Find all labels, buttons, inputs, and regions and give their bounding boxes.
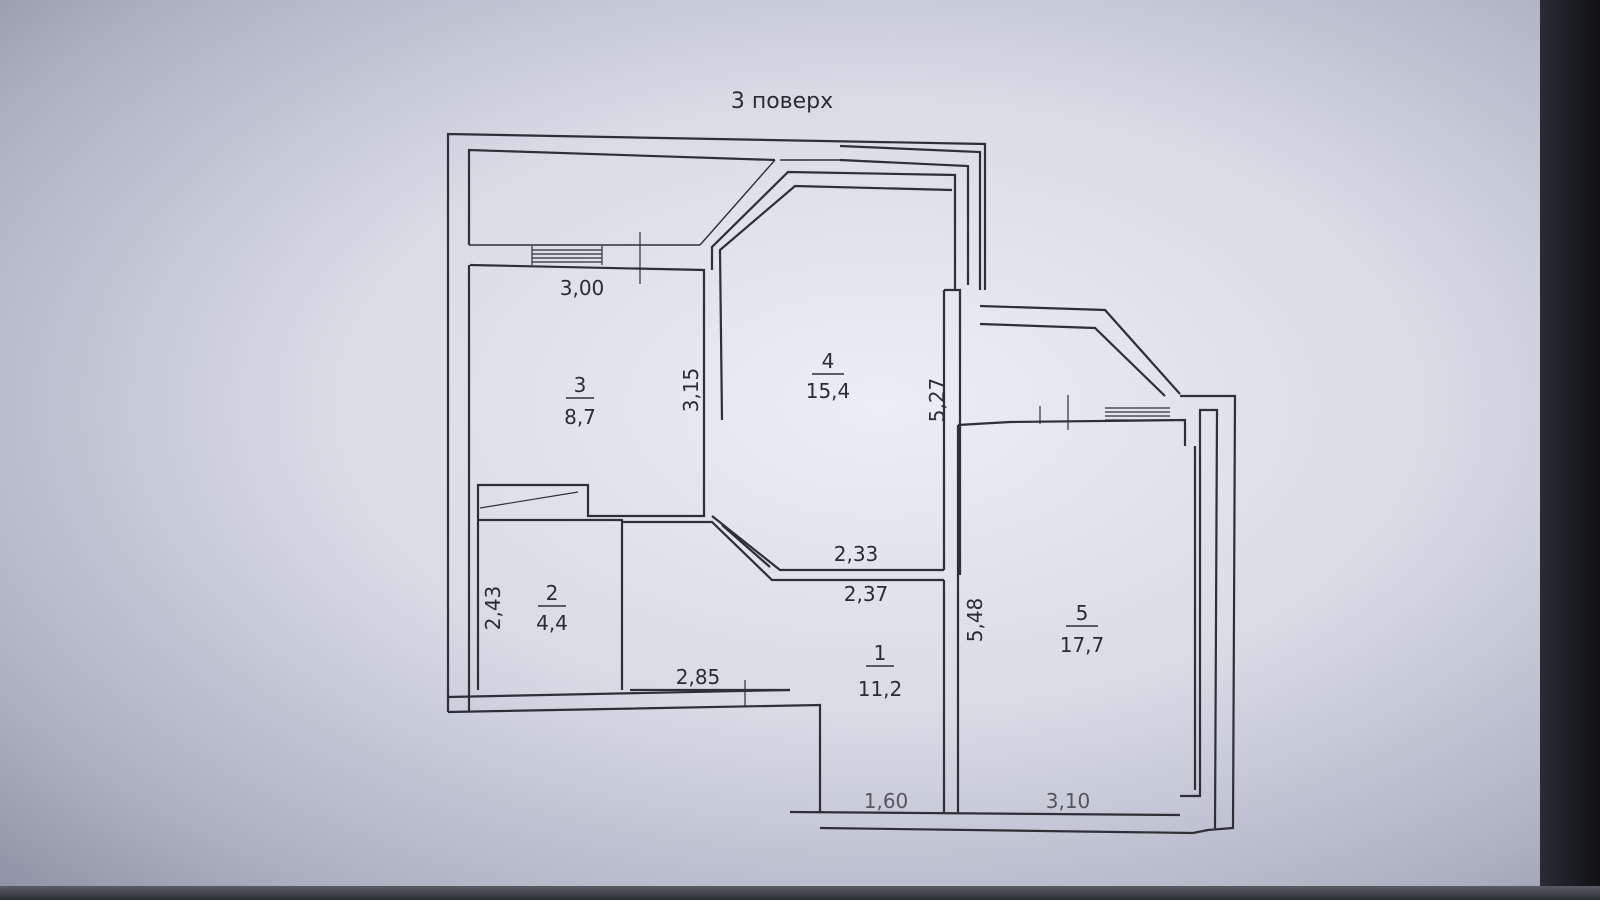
dim-room3-height: 3,15	[679, 368, 703, 413]
dim-room4-height: 5,27	[925, 378, 949, 423]
room-1-number: 1	[874, 641, 887, 665]
room-2: 2 4,4	[536, 581, 568, 635]
room-3-number: 3	[574, 373, 587, 397]
room-1-area: 11,2	[858, 677, 903, 701]
room-3: 3 8,7	[564, 373, 596, 429]
room-2-number: 2	[546, 581, 559, 605]
room-4-number: 4	[822, 349, 835, 373]
dim-room2-height: 2,43	[481, 586, 505, 631]
interior-walls	[469, 159, 1197, 812]
dim-room5-width: 3,10	[1046, 789, 1091, 813]
monitor-bezel	[1540, 0, 1600, 900]
dim-corridor-width: 2,85	[676, 665, 721, 689]
room-3-area: 8,7	[564, 405, 596, 429]
room-1: 1 11,2	[858, 641, 903, 701]
room-2-area: 4,4	[536, 611, 568, 635]
room-5: 5 17,7	[1060, 601, 1105, 657]
room-5-area: 17,7	[1060, 633, 1105, 657]
room-4: 4 15,4	[806, 349, 851, 403]
monitor-bezel-bottom	[0, 886, 1600, 900]
room-5-number: 5	[1076, 601, 1089, 625]
dim-room4-width: 2,33	[834, 542, 879, 566]
dim-entry-width: 1,60	[864, 789, 909, 813]
plan-title: 3 поверх	[731, 89, 833, 114]
room-4-area: 15,4	[806, 379, 851, 403]
outer-walls	[446, 132, 1237, 835]
dim-room3-width: 3,00	[560, 276, 605, 300]
dim-room5-height: 5,48	[963, 598, 987, 643]
dim-room1-width: 2,37	[844, 582, 889, 606]
dimension-labels: 3,00 3,15 5,27 2,33 2,37 2,43 2,85 5,48 …	[481, 276, 1090, 813]
